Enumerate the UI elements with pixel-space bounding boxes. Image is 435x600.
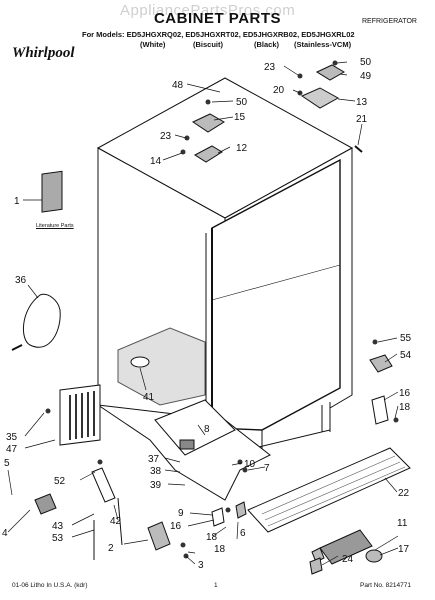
closure-cam	[235, 501, 247, 519]
callout-4: 4	[2, 528, 8, 539]
callout-23: 23	[264, 62, 276, 73]
callout-6: 6	[240, 528, 246, 539]
valve-bracket	[91, 467, 116, 503]
callout-1: 1	[14, 196, 20, 207]
color-white: (White)	[140, 40, 166, 49]
footer-print-info: 01-06 Litho In U.S.A. (kdr)	[12, 582, 88, 589]
callout-11: 11	[397, 518, 408, 529]
callout-53: 53	[52, 533, 64, 544]
diagram-title: CABINET PARTS	[153, 10, 282, 27]
callout-49: 49	[360, 71, 372, 82]
color-biscuit: (Biscuit)	[193, 40, 223, 49]
callout-35: 35	[6, 432, 18, 443]
footer-part-number: Part No. 8214771	[360, 582, 411, 589]
hinge-bracket	[194, 145, 223, 163]
leveling-foot	[369, 354, 393, 373]
callout-52: 52	[54, 476, 66, 487]
water-filter	[319, 529, 373, 565]
callout-14: 14	[150, 156, 162, 167]
callout-41: 41	[143, 392, 155, 403]
callout-16b: 16	[399, 388, 411, 399]
model-list: For Models: ED5JHGXRQ02, ED5JHGXRT02, ED…	[82, 30, 355, 39]
door-hinge-bottom	[147, 521, 171, 551]
top-hinge-right	[315, 64, 345, 81]
callout-42: 42	[110, 516, 122, 527]
callout-18-lower: 18	[214, 544, 226, 555]
hinge-shim	[211, 507, 225, 527]
toe-grille	[247, 447, 411, 533]
callout-5: 5	[4, 458, 10, 469]
water-valve	[34, 493, 57, 515]
callout-37: 37	[148, 454, 160, 465]
callout-54: 54	[400, 350, 412, 361]
color-black: (Black)	[254, 40, 280, 49]
callout-10: 10	[244, 459, 256, 470]
callout-13: 13	[356, 97, 368, 108]
callout-18b: 18	[399, 402, 411, 413]
callout-15: 15	[234, 112, 246, 123]
filter-cap	[311, 547, 325, 563]
top-hinge-left	[191, 113, 225, 133]
callout-7: 7	[264, 463, 270, 474]
footer-page-number: 1	[214, 582, 218, 589]
callout-16: 16	[170, 521, 182, 532]
color-stainless: (Stainless-VCM)	[294, 40, 352, 49]
callout-3: 3	[198, 560, 204, 571]
callout-labels: 1 2 3 4 5 6 7 8 9 10 11 12 13 14 15 16 1…	[2, 57, 412, 571]
filter-bypass	[309, 557, 323, 575]
roller-bracket	[371, 395, 389, 425]
callout-18: 18	[206, 532, 218, 543]
callout-47: 47	[6, 444, 18, 455]
literature-booklet	[41, 170, 63, 213]
cabinet-cutaway	[117, 327, 206, 406]
brand-logo: Whirlpool	[12, 45, 75, 61]
control-bracket	[154, 399, 236, 456]
callout-43: 43	[52, 521, 64, 532]
callout-2: 2	[108, 543, 114, 554]
callout-48: 48	[172, 80, 184, 91]
callout-23b: 23	[160, 131, 172, 142]
category-label: REFRIGERATOR	[362, 18, 417, 25]
power-cord	[22, 293, 61, 348]
callout-20: 20	[273, 85, 285, 96]
callout-16-center: 38	[150, 466, 162, 477]
callout-22: 22	[398, 488, 410, 499]
callout-12: 12	[236, 143, 248, 154]
hinge-plate-right	[300, 87, 340, 109]
callout-50b: 50	[236, 97, 248, 108]
callout-36: 36	[15, 275, 27, 286]
callout-39: 39	[150, 480, 162, 491]
callout-50: 50	[360, 57, 372, 68]
callout-17: 17	[398, 544, 410, 555]
callout-8: 8	[204, 424, 210, 435]
callout-21: 21	[356, 114, 368, 125]
callout-55: 55	[400, 333, 412, 344]
callout-24: 24	[342, 554, 354, 565]
literature-parts-label: Literature Parts	[36, 223, 74, 229]
callout-9: 9	[178, 508, 184, 519]
watermark: AppliancePartsPros.com	[120, 2, 296, 19]
